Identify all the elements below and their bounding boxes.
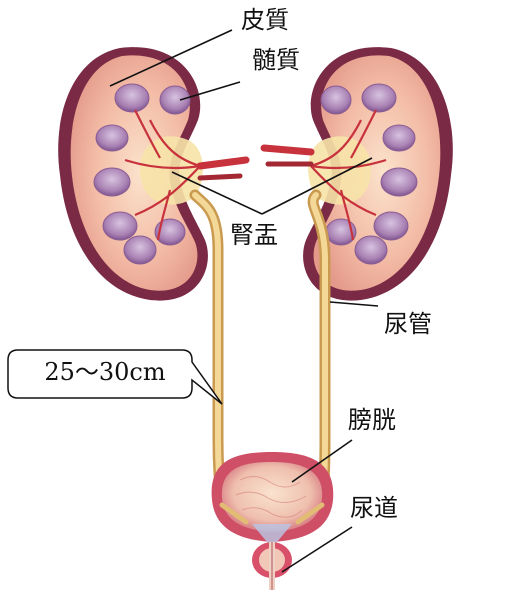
label-bladder: 膀胱 xyxy=(348,408,396,432)
urethra xyxy=(252,542,292,590)
label-ureter: 尿管 xyxy=(384,312,432,336)
label-renal-pelvis: 腎盂 xyxy=(230,223,278,247)
label-cortex: 皮質 xyxy=(241,8,289,32)
left-kidney xyxy=(58,47,208,300)
renal-arteries xyxy=(200,148,311,178)
callout-length-text: 25〜30cm xyxy=(18,360,192,384)
label-medulla: 髄質 xyxy=(252,48,300,72)
leader-ureter xyxy=(330,302,378,306)
label-urethra: 尿道 xyxy=(350,496,398,520)
